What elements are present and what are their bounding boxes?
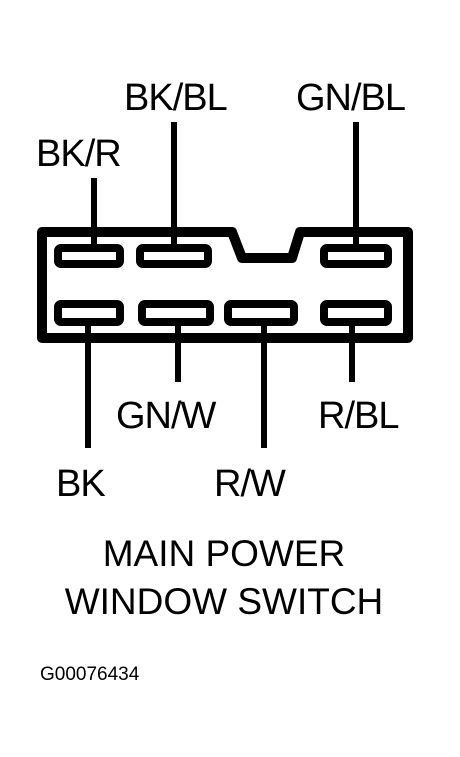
label-r-bl: R/BL — [318, 395, 398, 437]
label-r-w: R/W — [214, 463, 286, 505]
caption-line-1: MAIN POWER — [103, 533, 346, 574]
terminal-bottom-1 — [54, 300, 124, 326]
terminal-bottom-3 — [224, 300, 298, 326]
terminal-top-1 — [54, 244, 124, 268]
terminal-bottom-4 — [320, 300, 392, 326]
label-gn-bl: GN/BL — [296, 77, 405, 119]
label-gn-w: GN/W — [116, 395, 217, 437]
terminal-top-2 — [136, 244, 212, 268]
label-bk-r: BK/R — [36, 133, 121, 175]
terminal-top-4 — [320, 244, 392, 268]
label-bk: BK — [56, 463, 105, 505]
terminal-bottom-2 — [138, 300, 214, 326]
connector-housing — [37, 227, 413, 343]
caption-line-2: WINDOW SWITCH — [65, 581, 384, 622]
label-bk-bl: BK/BL — [124, 77, 227, 119]
figure-id: G00076434 — [40, 664, 140, 685]
